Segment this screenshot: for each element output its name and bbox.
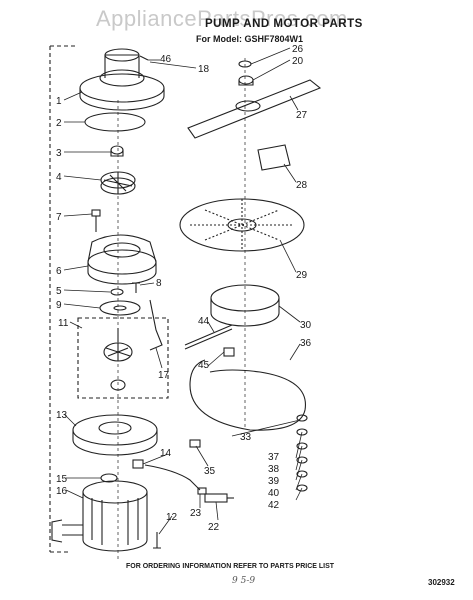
motor-wire	[144, 464, 201, 491]
callout-12: 12	[166, 512, 178, 523]
callout-22: 22	[208, 522, 220, 533]
callout-28: 28	[296, 180, 308, 191]
callout-18: 18	[198, 64, 210, 75]
part-13-motor-plate	[72, 414, 158, 456]
part-16-motor	[51, 480, 148, 552]
part-35-terminal	[189, 439, 201, 448]
callout-3: 3	[56, 148, 62, 159]
callout-30: 30	[300, 320, 312, 331]
callout-23: 23	[190, 508, 202, 519]
leader-lines	[63, 47, 303, 535]
callout-17: 17	[158, 370, 170, 381]
callout-14: 14	[160, 448, 172, 459]
callout-38: 38	[268, 464, 280, 475]
callout-4: 4	[56, 172, 62, 183]
footer-note: FOR ORDERING INFORMATION REFER TO PARTS …	[126, 563, 335, 570]
callout-35: 35	[204, 466, 216, 477]
part-20-hub	[238, 75, 254, 86]
callout-36: 36	[300, 338, 312, 349]
part-45-connector	[223, 347, 235, 357]
part-28-deflector	[257, 144, 291, 171]
page-title: PUMP AND MOTOR PARTS	[205, 18, 363, 30]
callout-39: 39	[268, 476, 280, 487]
callout-13: 13	[56, 410, 68, 421]
callout-26: 26	[292, 44, 304, 55]
part-6-pump-housing	[87, 234, 157, 285]
part-22-sensor	[204, 493, 234, 503]
part-17-bracket	[149, 299, 163, 351]
part-29-filter-screen	[179, 198, 305, 252]
part-27-spray-arm	[187, 79, 322, 139]
part-9-seal-plate	[99, 300, 141, 316]
parts-37-42-hardware	[296, 414, 308, 492]
callout-37: 37	[268, 452, 280, 463]
callout-16: 16	[56, 486, 68, 497]
callout-20: 20	[292, 56, 304, 67]
callout-15: 15	[56, 474, 68, 485]
part-23-fitting	[197, 487, 207, 495]
part-36-heating-element	[189, 359, 306, 431]
callout-9: 9	[56, 300, 62, 311]
model-number: For Model: GSHF7804W1	[196, 34, 304, 44]
callout-42: 42	[268, 500, 280, 511]
callout-8: 8	[156, 278, 162, 289]
part-5-washer	[110, 288, 124, 296]
part-7-screw	[91, 209, 101, 232]
part-46-clip	[139, 55, 149, 61]
part-1-pump-cover	[79, 48, 165, 111]
part-12-screw	[153, 532, 161, 549]
callout-44: 44	[198, 316, 210, 327]
reference-number: 302932	[428, 578, 455, 587]
callout-27: 27	[296, 110, 308, 121]
handwritten-note: 9 5-9	[232, 576, 256, 586]
assembly-bracket	[49, 45, 75, 553]
part-2-o-ring	[84, 112, 146, 132]
callout-7: 7	[56, 212, 62, 223]
part-8-screw	[132, 282, 140, 293]
spray-arm-hub	[235, 100, 261, 112]
part-14-clip	[132, 459, 144, 469]
part-44-rod	[184, 324, 233, 350]
callout-45: 45	[198, 360, 210, 371]
callout-labels: 1 2 3 4 7 6 5 9 11 8 17 13 14 15 16 12 1…	[56, 44, 312, 533]
callout-29: 29	[296, 270, 308, 281]
callout-33: 33	[240, 432, 252, 443]
callout-46: 46	[160, 54, 172, 65]
impeller-group-box	[77, 317, 169, 399]
callout-1: 1	[56, 96, 62, 107]
callout-2: 2	[56, 118, 62, 129]
callout-6: 6	[56, 266, 62, 277]
callout-40: 40	[268, 488, 280, 499]
watermark: AppliancePartsPros.com	[96, 6, 348, 31]
callout-5: 5	[56, 286, 62, 297]
callout-11: 11	[58, 318, 69, 329]
part-3-nut	[110, 145, 124, 157]
